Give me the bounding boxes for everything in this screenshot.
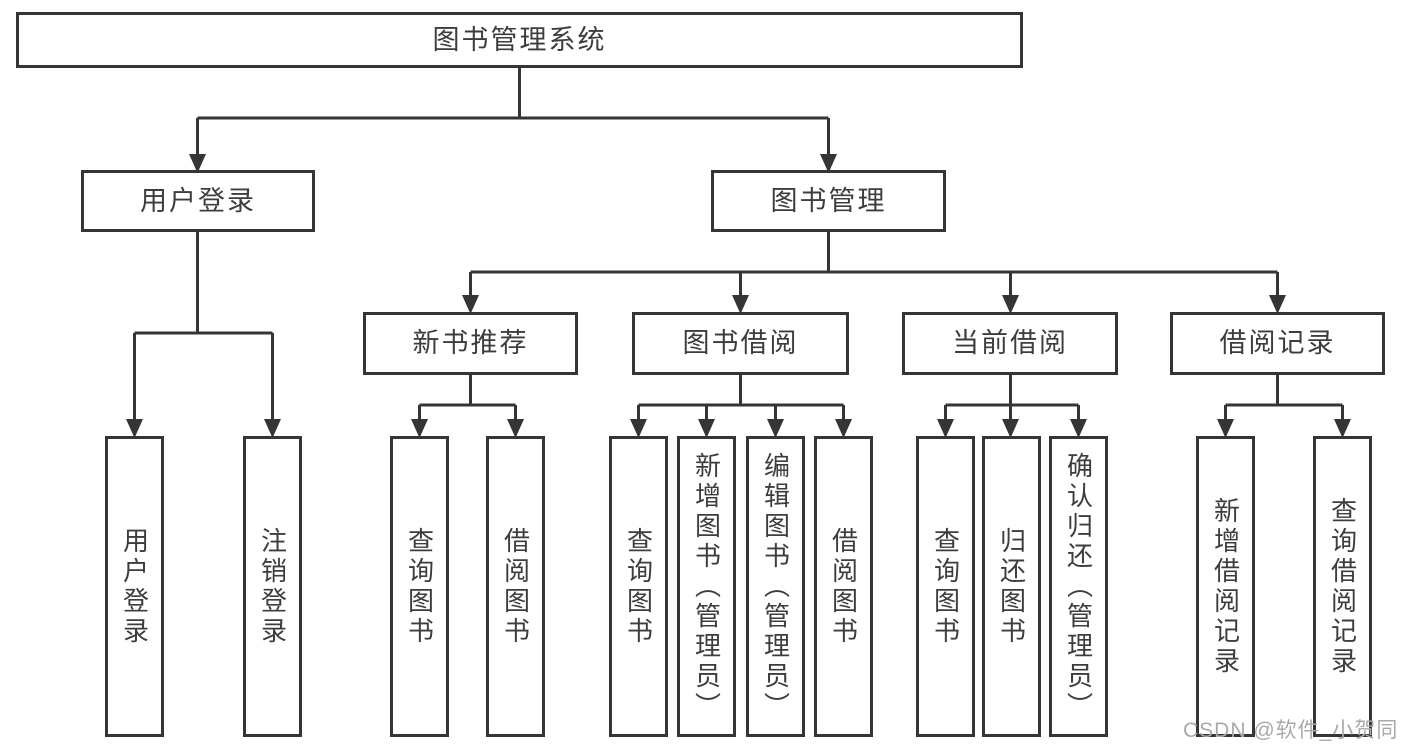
arrow-down-icon xyxy=(1002,419,1019,438)
arrow-down-icon xyxy=(835,419,852,438)
leaf-bb-borrow-books: 借阅图书 xyxy=(814,436,873,737)
node-book-borrowing: 图书借阅 xyxy=(632,312,849,375)
arrow-down-icon xyxy=(189,154,206,173)
arrow-down-icon xyxy=(767,419,784,438)
arrowheads xyxy=(126,154,1351,438)
arrow-down-icon xyxy=(630,419,647,438)
leaf-br-query-record: 查询借阅记录 xyxy=(1313,436,1372,737)
leaf-cb-confirm-return-admin: 确认归还（管理员） xyxy=(1049,436,1108,737)
arrow-down-icon xyxy=(820,154,837,173)
leaf-nb-borrow-books: 借阅图书 xyxy=(486,436,545,737)
node-book-management: 图书管理 xyxy=(711,170,946,232)
arrow-down-icon xyxy=(1217,419,1234,438)
arrow-down-icon xyxy=(411,419,428,438)
arrow-down-icon xyxy=(1334,419,1351,438)
arrow-down-icon xyxy=(698,419,715,438)
leaf-user-login: 用户登录 xyxy=(105,436,164,737)
leaf-br-add-record: 新增借阅记录 xyxy=(1196,436,1255,737)
leaf-logout: 注销登录 xyxy=(243,436,302,737)
connector-lines xyxy=(133,68,1344,420)
node-new-book-recommendation: 新书推荐 xyxy=(363,312,578,375)
arrow-down-icon xyxy=(732,295,749,314)
arrow-down-icon xyxy=(937,419,954,438)
leaf-bb-edit-book-admin: 编辑图书（管理员） xyxy=(746,436,805,737)
arrow-down-icon xyxy=(507,419,524,438)
leaf-nb-query-books: 查询图书 xyxy=(390,436,449,737)
node-root: 图书管理系统 xyxy=(16,12,1023,68)
node-borrowing-records: 借阅记录 xyxy=(1170,312,1385,375)
arrow-down-icon xyxy=(1002,295,1019,314)
arrow-down-icon xyxy=(462,295,479,314)
watermark: CSDN @软件_小贺同学 xyxy=(1183,719,1399,742)
arrow-down-icon xyxy=(264,419,281,438)
node-current-borrowing: 当前借阅 xyxy=(902,312,1118,375)
arrow-down-icon xyxy=(1070,419,1087,438)
leaf-cb-query-books: 查询图书 xyxy=(916,436,975,737)
leaf-bb-query-books: 查询图书 xyxy=(609,436,668,737)
arrow-down-icon xyxy=(1269,295,1286,314)
node-user-login: 用户登录 xyxy=(81,170,315,232)
arrow-down-icon xyxy=(126,419,143,438)
leaf-cb-return-books: 归还图书 xyxy=(982,436,1041,737)
leaf-bb-add-book-admin: 新增图书（管理员） xyxy=(677,436,736,737)
